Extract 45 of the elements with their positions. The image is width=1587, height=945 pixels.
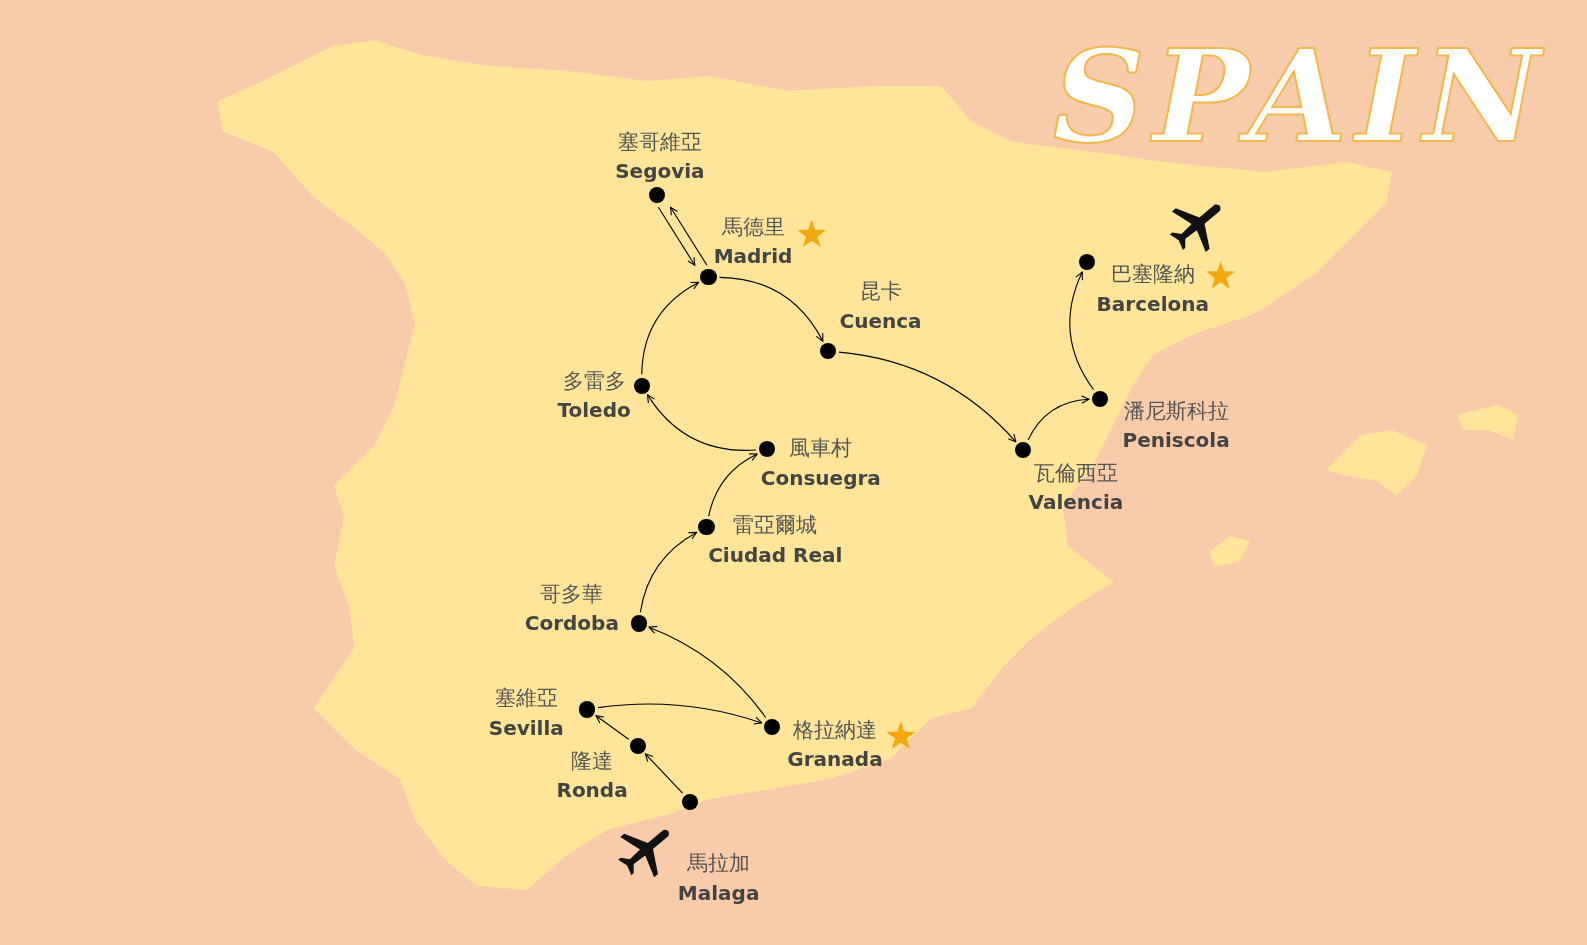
city-label: 塞維亞: [494, 685, 558, 713]
city-label: Peniscola: [1122, 428, 1230, 453]
city-label: Sevilla: [488, 715, 564, 740]
city-label: 潘尼斯科拉: [1123, 397, 1229, 425]
location-dot: [698, 519, 715, 536]
arrow: [1069, 271, 1095, 391]
city-label: Barcelona: [1096, 291, 1209, 316]
city-label: 馬拉加: [687, 850, 751, 878]
city-label: 馬德里: [721, 213, 785, 241]
arrow: [657, 206, 696, 266]
arrow: [647, 394, 757, 451]
arrow: [644, 753, 684, 794]
city-label: Ciudad Real: [708, 542, 843, 567]
city-label: 風車村: [789, 435, 853, 463]
arrow: [595, 715, 630, 740]
city-label: Granada: [787, 747, 883, 772]
city-label: 哥多華: [540, 581, 604, 609]
arrow: [838, 351, 1017, 443]
arrow: [597, 703, 763, 725]
city-label: Valencia: [1028, 490, 1124, 514]
city-label: Segovia: [615, 159, 705, 184]
arrow: [639, 531, 698, 613]
city-label: 多雷多: [562, 367, 626, 395]
city-label: Ronda: [556, 778, 628, 803]
arrow: [641, 281, 700, 375]
location-dot: [700, 269, 717, 286]
city-label: Malaga: [677, 880, 760, 905]
arrow: [1027, 395, 1090, 441]
city-label: Toledo: [557, 397, 631, 422]
city-label: 瓦倫西亞: [1033, 459, 1118, 487]
city-label: 隆達: [571, 748, 614, 776]
city-label: 雷亞爾城: [733, 512, 818, 540]
arrow: [669, 206, 708, 266]
city-label: Madrid: [713, 244, 793, 269]
city-label: 巴塞隆納: [1110, 261, 1195, 289]
arrow: [648, 626, 767, 718]
city-label: Cuenca: [839, 308, 922, 333]
city-label: 格拉納達: [793, 716, 877, 744]
city-label: Consuegra: [760, 465, 881, 490]
city-label: Cordoba: [524, 611, 619, 636]
city-label: 昆卡: [859, 278, 902, 306]
title: SPAIN: [1052, 21, 1549, 172]
arrow: [708, 453, 758, 517]
city-label: 塞哥維亞: [617, 128, 702, 156]
arrow: [719, 276, 824, 342]
